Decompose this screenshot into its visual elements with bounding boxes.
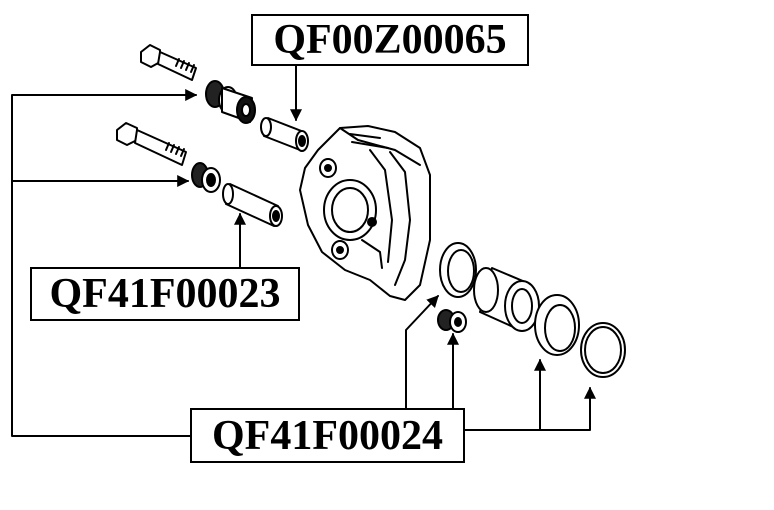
guide-bolt-lower — [116, 122, 187, 166]
guide-bolt-upper — [140, 44, 197, 81]
boot-lower — [191, 162, 221, 193]
part-number-left: QF41F00023 — [49, 271, 281, 317]
part-number-top: QF00Z00065 — [273, 17, 507, 63]
caliper-body — [299, 125, 431, 301]
bleeder-cap — [437, 309, 467, 333]
part-label-top: QF00Z00065 — [251, 14, 529, 66]
leader-lines — [11, 65, 596, 437]
piston — [473, 267, 540, 332]
retaining-ring — [580, 322, 626, 378]
dust-boot — [534, 294, 580, 356]
sleeve-upper — [260, 117, 309, 152]
part-label-bottom: QF41F00024 — [190, 408, 465, 463]
sleeve-lower — [222, 183, 283, 227]
piston-seal — [439, 242, 477, 298]
part-number-bottom: QF41F00024 — [212, 412, 443, 459]
part-label-left: QF41F00023 — [30, 267, 300, 321]
boot-upper — [205, 80, 256, 124]
